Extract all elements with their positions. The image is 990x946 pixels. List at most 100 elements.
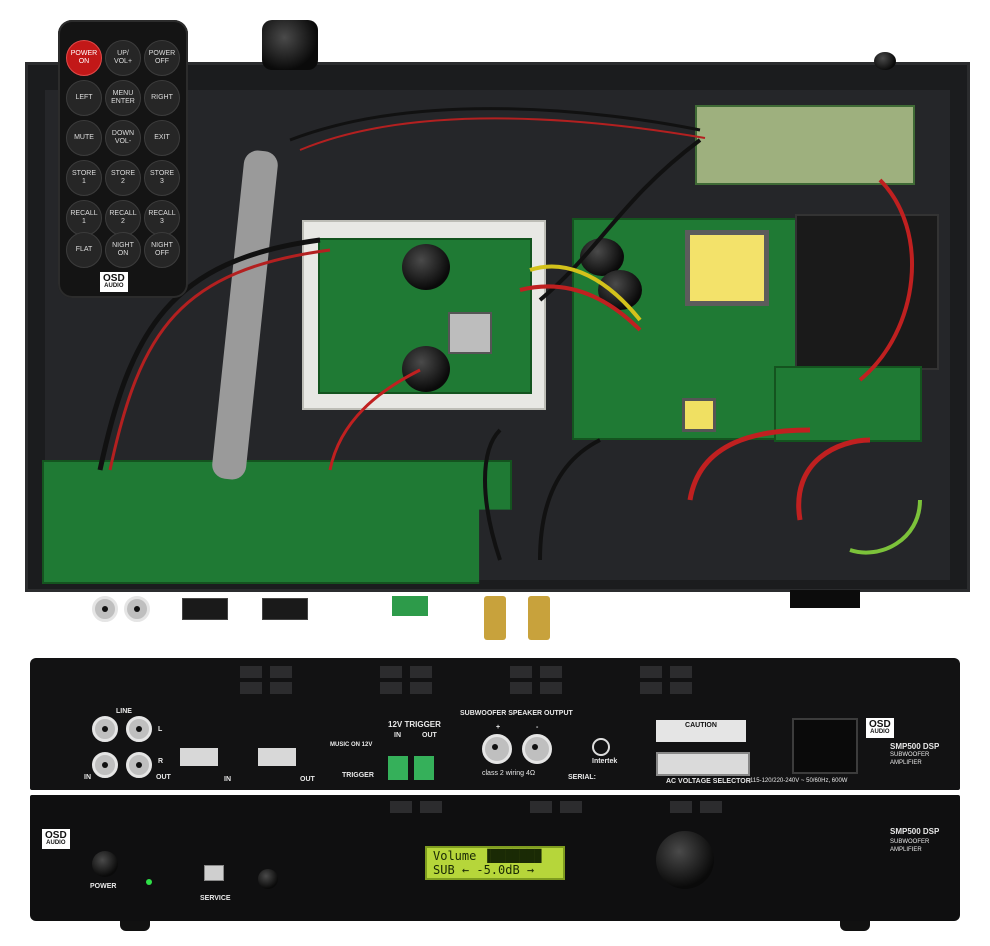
trigger-out-terminal[interactable]: [414, 756, 434, 780]
lcd-line-2: SUB ← -5.0dB →: [433, 863, 535, 877]
remote-right-button[interactable]: RIGHT: [144, 80, 180, 116]
front-subtitle-1: SUBWOOFER: [890, 839, 930, 845]
12v-trigger-label: 12V TRIGGER: [388, 720, 441, 729]
logo-subtext: AUDIO: [104, 283, 124, 289]
vent: [270, 682, 292, 694]
remote-recall-1-button[interactable]: RECALL 1: [66, 200, 102, 236]
line-in-left-jack[interactable]: [92, 716, 118, 742]
dip-out-label: OUT: [300, 776, 315, 783]
logo-subtext: AUDIO: [46, 840, 66, 846]
lcd-display: Volume ▐███████ SUB ← -5.0dB →: [425, 846, 565, 880]
dsp-input-pcb: [42, 460, 512, 584]
intertek-label: Intertek: [592, 758, 618, 765]
remote-recall-2-button[interactable]: RECALL 2: [105, 200, 141, 236]
service-label: SERVICE: [200, 895, 231, 902]
rca-jack: [124, 596, 150, 622]
trigger-label: TRIGGER: [342, 772, 374, 779]
volume-knob[interactable]: [656, 831, 714, 889]
remote-mute-button[interactable]: MUTE: [66, 120, 102, 156]
speaker-minus-label: -: [536, 724, 539, 731]
dip-switch-in[interactable]: [180, 748, 218, 766]
remote-menu-enter-button[interactable]: MENU ENTER: [105, 80, 141, 116]
remote-recall-3-button[interactable]: RECALL 3: [144, 200, 180, 236]
trigger-out-label: OUT: [422, 732, 437, 739]
remote-control: POWER ON UP/ VOL+ POWER OFF LEFT MENU EN…: [58, 20, 188, 298]
ac-voltage-selector-label: AC VOLTAGE SELECTOR: [666, 778, 751, 785]
vent: [560, 801, 582, 813]
foot: [840, 921, 870, 931]
front-model-label: SMP500 DSP: [890, 827, 940, 836]
l-label: L: [158, 726, 163, 733]
service-usb-port[interactable]: [204, 865, 224, 881]
vent: [700, 801, 722, 813]
caution-label: CAUTION: [656, 720, 746, 742]
vent: [530, 801, 552, 813]
ir-sensor: [258, 869, 278, 889]
remote-flat-button[interactable]: FLAT: [66, 232, 102, 268]
power-spec-label: 115-120/220-240V ~ 50/60Hz, 600W: [750, 778, 848, 784]
remote-exit-button[interactable]: EXIT: [144, 120, 180, 156]
serial-label: SERIAL:: [568, 774, 596, 781]
speaker-output-positive[interactable]: [482, 734, 512, 764]
vent: [670, 801, 692, 813]
vent: [510, 682, 532, 694]
vent: [240, 666, 262, 678]
dip-switch-out[interactable]: [258, 748, 296, 766]
remote-vol-up-button[interactable]: UP/ VOL+: [105, 40, 141, 76]
vent: [540, 682, 562, 694]
line-out-left-jack[interactable]: [126, 716, 152, 742]
vent: [410, 682, 432, 694]
volume-knob-top: [262, 20, 318, 70]
remote-night-on-button[interactable]: NIGHT ON: [105, 232, 141, 268]
ac-voltage-selector-switch[interactable]: [656, 752, 750, 776]
foot: [120, 921, 150, 931]
remote-power-on-button[interactable]: POWER ON: [66, 40, 102, 76]
transformer-coil: [685, 230, 769, 306]
remote-vol-down-button[interactable]: DOWN VOL-: [105, 120, 141, 156]
rear-subtitle-1: SUBWOOFER: [890, 752, 930, 758]
remote-store-2-button[interactable]: STORE 2: [105, 160, 141, 196]
vent: [270, 666, 292, 678]
vent: [640, 666, 662, 678]
line-in-right-jack[interactable]: [92, 752, 118, 778]
vent: [640, 682, 662, 694]
wiring-label: class 2 wiring 4Ω: [482, 770, 536, 777]
logo-text: OSD: [103, 273, 125, 284]
iec-power-socket[interactable]: [792, 718, 858, 774]
vent: [380, 666, 402, 678]
speaker-output-negative[interactable]: [522, 734, 552, 764]
remote-store-3-button[interactable]: STORE 3: [144, 160, 180, 196]
etl-mark: [592, 738, 610, 756]
front-brand-logo: OSD AUDIO: [42, 829, 70, 849]
dip-in-label: IN: [224, 776, 231, 783]
front-subtitle-2: AMPLIFIER: [890, 847, 922, 853]
rear-brand-logo: OSD AUDIO: [866, 718, 894, 738]
terminal-block: [262, 598, 308, 620]
wiring-harness: [97, 107, 922, 561]
line-out-right-jack[interactable]: [126, 752, 152, 778]
capacitor: [580, 238, 624, 276]
terminal-block: [182, 598, 228, 620]
trigger-connector: [392, 596, 428, 616]
remote-power-off-button[interactable]: POWER OFF: [144, 40, 180, 76]
line-label: LINE: [116, 708, 132, 715]
speaker-output-label: SUBWOOFER SPEAKER OUTPUT: [460, 710, 573, 717]
power-button[interactable]: [92, 851, 118, 877]
trigger-in-label: IN: [394, 732, 401, 739]
remote-store-1-button[interactable]: STORE 1: [66, 160, 102, 196]
lcd-line-1: Volume ▐███████: [433, 849, 542, 863]
speaker-plus-label: +: [496, 724, 501, 731]
small-transformer: [682, 398, 716, 432]
chassis-screw: [874, 52, 896, 70]
remote-brand-logo: OSD AUDIO: [100, 272, 128, 292]
iec-power-inlet: [790, 590, 860, 608]
display-board: [695, 105, 915, 185]
vent: [240, 682, 262, 694]
logo-text: OSD: [869, 719, 891, 730]
out-label: OUT: [156, 774, 171, 781]
remote-left-button[interactable]: LEFT: [66, 80, 102, 116]
power-label: POWER: [90, 883, 117, 890]
trigger-in-terminal[interactable]: [388, 756, 408, 780]
remote-night-off-button[interactable]: NIGHT OFF: [144, 232, 180, 268]
rear-panel: LINE IN L R OUT IN OUT MUSIC ON 12V TRIG…: [30, 658, 960, 790]
